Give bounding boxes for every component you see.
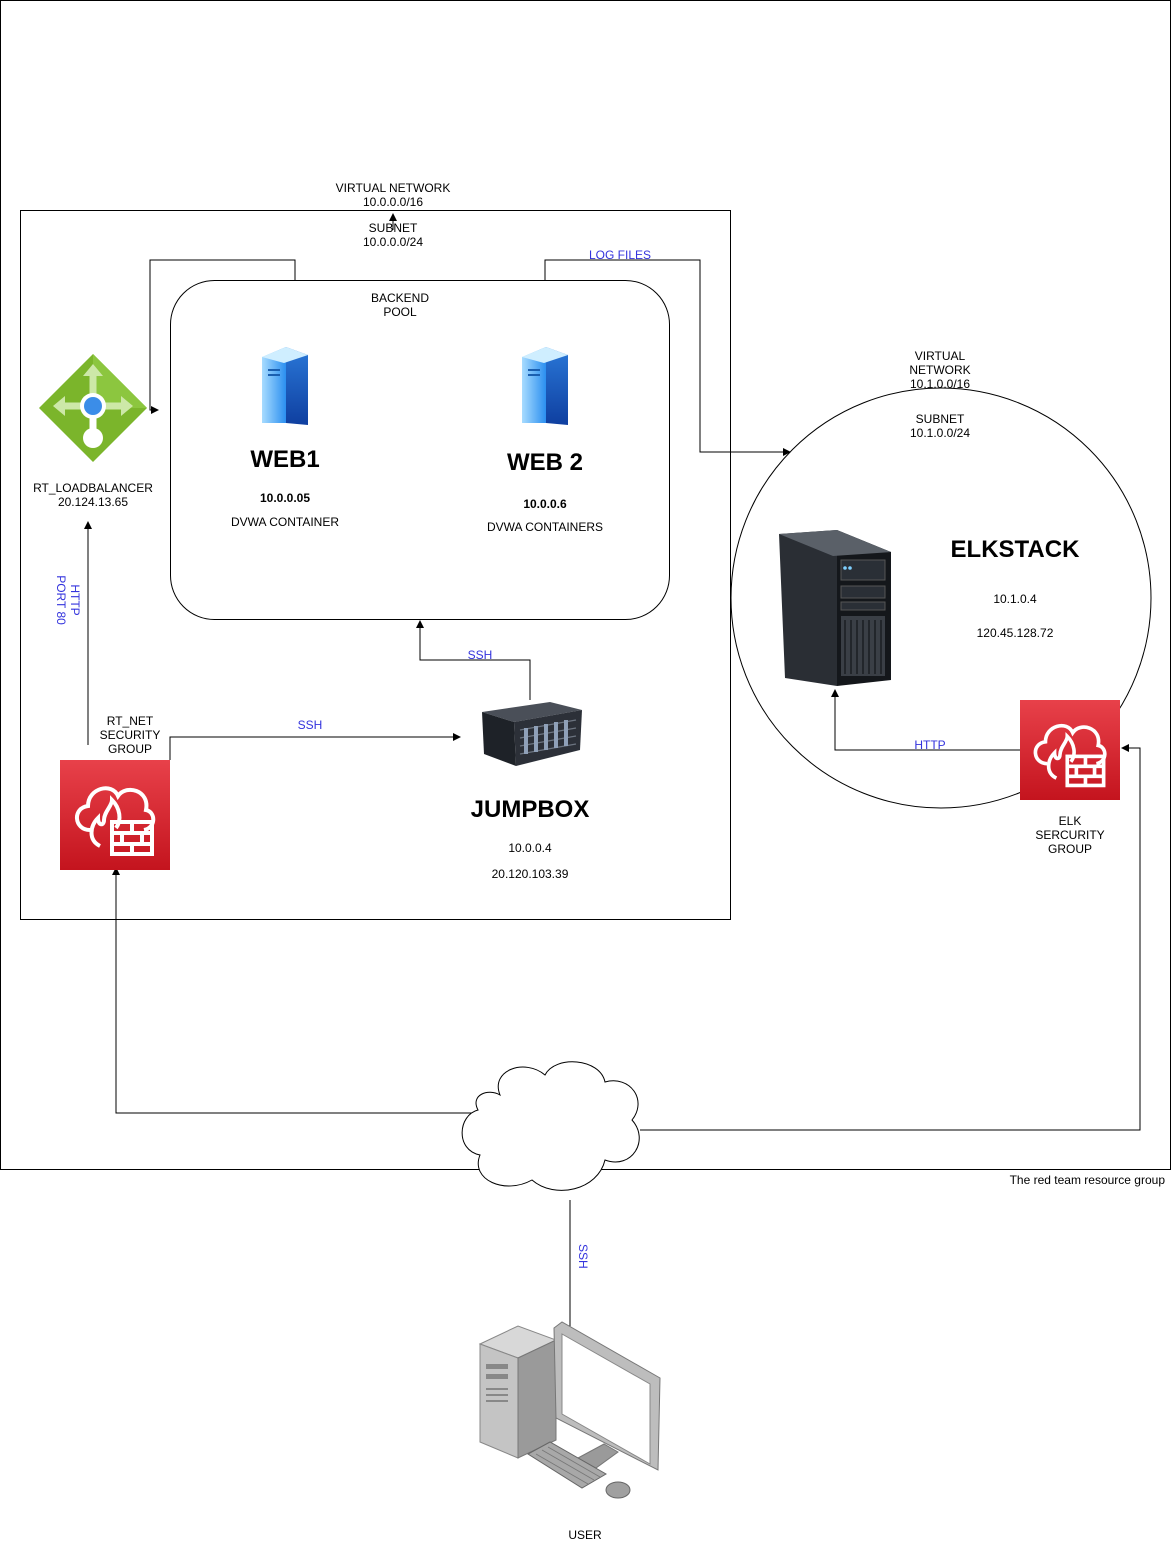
edge-cloud-rt-nsg <box>112 867 472 1114</box>
vnet2-title-line1: VIRTUAL <box>914 349 966 363</box>
edge-ssh-nsg-jumpbox <box>169 733 461 760</box>
elk-nsg-line1: ELK <box>1058 814 1082 828</box>
internet-cloud-icon <box>461 1061 640 1191</box>
user-label: USER <box>568 1528 602 1542</box>
vnet1-border <box>20 210 731 920</box>
load-balancer-name: RT_LOADBALANCER <box>33 481 153 495</box>
web1-server-icon <box>262 347 308 425</box>
load-balancer-ip: 20.124.13.65 <box>57 495 129 509</box>
subnet1-cidr: 10.0.0.0/24 <box>362 235 424 249</box>
edge-label-ssh-user: SSH <box>576 1244 590 1269</box>
elk-private-ip: 10.1.0.4 <box>993 592 1037 606</box>
edge-label-http-elk: HTTP <box>914 738 946 752</box>
edge-cloud-elk-nsg <box>640 744 1141 1131</box>
edge-label-ssh-nsg-jumpbox: SSH <box>297 718 323 732</box>
subnet1-title: SUBNET <box>368 221 418 235</box>
user-workstation-icon <box>478 1321 661 1499</box>
load-balancer-icon <box>39 354 147 462</box>
vnet2-cidr: 10.1.0.0/16 <box>909 377 971 391</box>
jumpbox-public-ip: 20.120.103.39 <box>491 867 569 881</box>
subnet2-title: SUBNET <box>915 412 965 426</box>
rt-nsg-line2: SECURITY <box>99 728 161 742</box>
rt-nsg-line1: RT_NET <box>106 714 154 728</box>
jumpbox-server-icon <box>482 702 582 766</box>
resource-group-caption: The red team resource group <box>1009 1173 1165 1187</box>
elk-nsg-firewall-icon <box>1020 700 1120 800</box>
vnet2-title-line2: NETWORK <box>909 363 971 377</box>
subnet2-cidr: 10.1.0.0/24 <box>909 426 971 440</box>
web1-desc: DVWA CONTAINER <box>230 515 339 529</box>
backend-pool-title-line1: BACKEND <box>370 291 429 305</box>
edge-http-elk <box>831 689 1020 751</box>
jumpbox-name: JUMPBOX <box>470 796 590 823</box>
web1-ip: 10.0.0.05 <box>259 491 311 505</box>
edge-label-log-files: LOG FILES <box>588 248 652 262</box>
edge-label-ssh-jumpbox-pool: SSH <box>467 648 493 662</box>
edge-label-port80: PORT 80 <box>54 575 68 625</box>
web1-name: WEB1 <box>250 446 320 473</box>
edge-pool-to-lb <box>149 259 296 414</box>
web2-name: WEB 2 <box>506 449 583 476</box>
web2-ip: 10.0.0.6 <box>523 497 567 511</box>
backend-pool-title-line2: POOL <box>383 305 417 319</box>
jumpbox-private-ip: 10.0.0.4 <box>508 841 552 855</box>
web2-server-icon <box>522 347 568 425</box>
elk-name: ELKSTACK <box>950 536 1080 563</box>
elk-nsg-line2: SERCURITY <box>1035 828 1105 842</box>
web2-desc: DVWA CONTAINERS <box>486 520 603 534</box>
elk-server-icon <box>779 530 891 686</box>
rt-nsg-firewall-icon <box>60 760 170 870</box>
rt-nsg-line3: GROUP <box>107 742 152 756</box>
edge-ssh-jumpbox-pool <box>416 620 531 700</box>
vnet2-border <box>730 387 1152 809</box>
elk-public-ip: 120.45.128.72 <box>976 626 1054 640</box>
vnet1-title: VIRTUAL NETWORK <box>335 181 451 195</box>
vnet1-cidr: 10.0.0.0/16 <box>362 195 424 209</box>
edge-label-http-port80: HTTP PORT 80 <box>42 570 82 630</box>
elk-nsg-line3: GROUP <box>1047 842 1092 856</box>
edge-label-http: HTTP <box>68 584 82 616</box>
edge-log-files <box>544 259 791 456</box>
